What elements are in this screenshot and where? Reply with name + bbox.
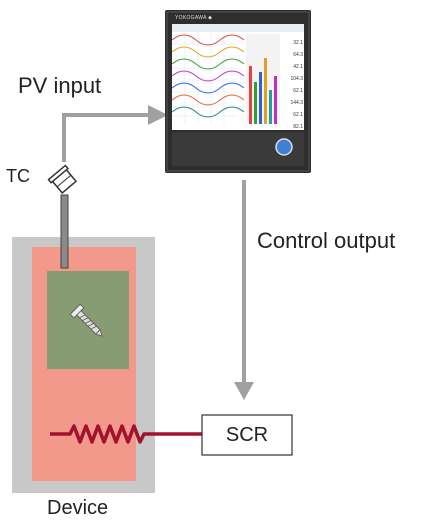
tc-label: TC [6,166,30,187]
control-output-label: Control output [257,228,395,254]
readout-value: 62.1 [293,88,303,94]
readout-value: 144.3 [290,100,303,106]
recorder-status-bar [172,24,304,32]
pv-input-line [64,115,152,162]
device-label: Device [47,497,108,520]
readout-value: 42.1 [293,64,303,70]
readout-value: 64.3 [293,52,303,58]
recorder-readouts: 32.1 64.3 42.1 104.3 62.1 144.3 62.1 82.… [281,40,303,130]
readout-value: 62.1 [293,112,303,118]
recorder-button[interactable] [276,139,292,155]
readout-value: 82.1 [293,124,303,130]
readout-value: 32.1 [293,40,303,46]
pv-input-label: PV input [18,73,101,99]
bar-graphs [246,34,280,124]
tc-probe-stem [61,195,68,268]
scr-label: SCR [202,415,292,455]
readout-value: 104.3 [290,76,303,82]
control-output-arrowhead [234,382,254,400]
recorder-brand-label: YOKOGAWA ◆ [175,15,212,21]
tc-head-icon [49,166,78,195]
